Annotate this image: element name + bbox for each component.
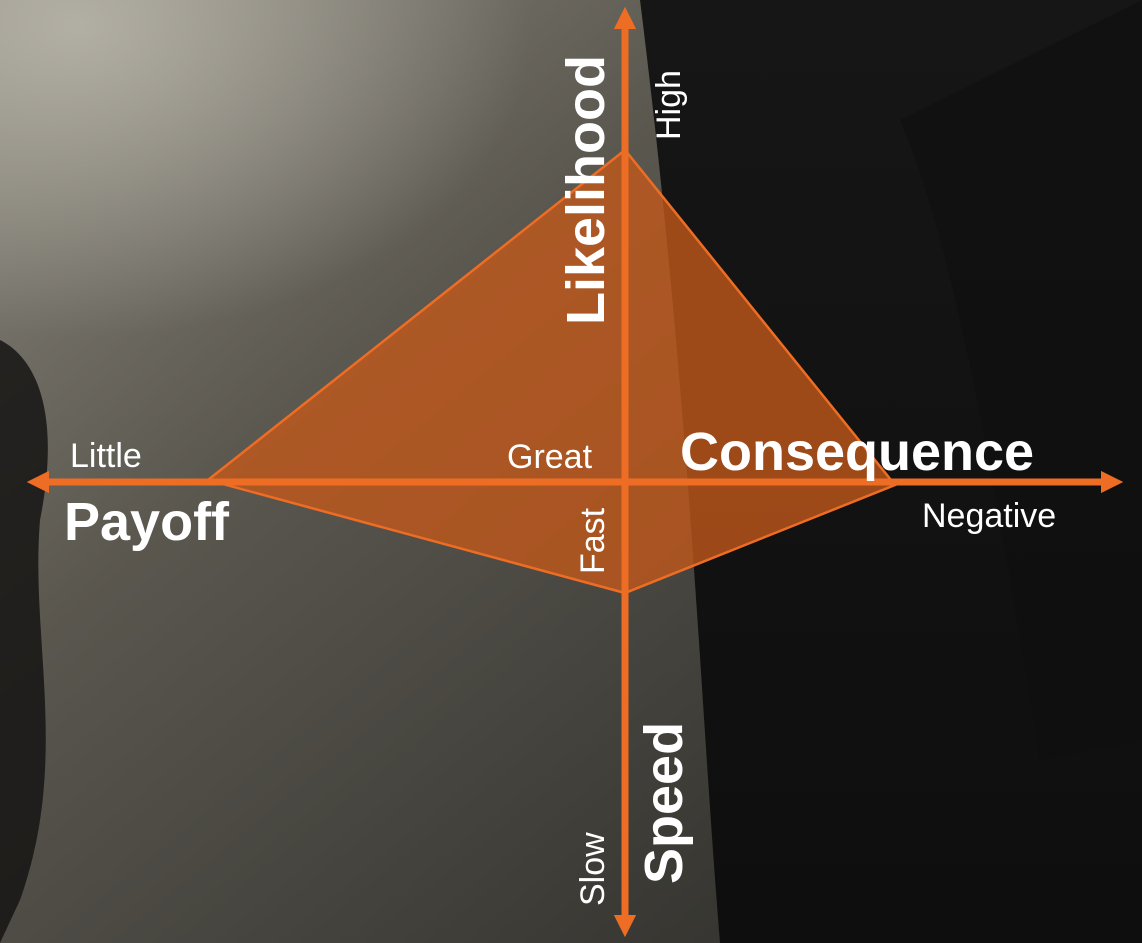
axes [26, 6, 1124, 938]
likelihood-axis-title: Likelihood [556, 55, 616, 325]
payoff-great-label: Great [507, 438, 593, 476]
consequence-axis-title: Consequence [680, 422, 1034, 482]
speed-axis-title: Speed [634, 722, 694, 884]
likelihood-high-label: High [650, 70, 688, 140]
speed-fast-label: Fast [574, 507, 612, 574]
speed-slow-label: Slow [574, 832, 612, 906]
payoff-little-label: Little [70, 437, 142, 475]
consequence-negative-label: Negative [922, 497, 1056, 535]
payoff-axis-title: Payoff [64, 492, 230, 552]
